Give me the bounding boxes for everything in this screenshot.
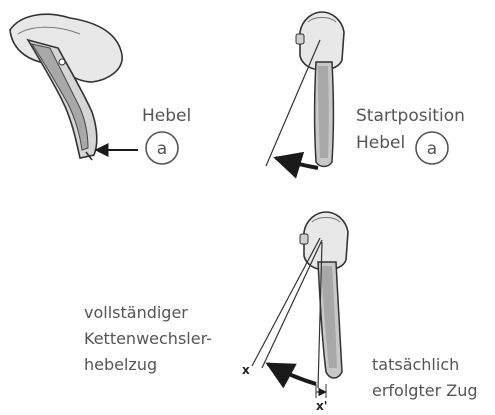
pull-arc-bottom (265, 362, 317, 389)
actual-pull-line (317, 241, 323, 389)
mark-x: x (242, 363, 250, 377)
label-actual-pull-1: tatsächlich (372, 355, 459, 374)
shifter-side-view (9, 13, 123, 161)
shifter-front-view-top (295, 11, 345, 168)
swing-line-top (265, 39, 321, 167)
marker-a-circle (145, 131, 179, 165)
full-pull-line (251, 237, 321, 367)
label-full-pull-3: hebelzug (84, 355, 157, 374)
label-hebel: Hebel (142, 106, 191, 126)
marker-a-circle-2 (415, 131, 449, 165)
marker-a-text: a (157, 139, 167, 159)
full-pull-line-2 (261, 239, 323, 369)
label-hebel-2: Hebel (356, 133, 405, 153)
label-actual-pull-2: erfolgter Zug (372, 381, 477, 400)
shifter-hood (9, 13, 123, 83)
label-full-pull-2: Kettenwechsler- (84, 329, 212, 348)
marker-a-text-2: a (427, 139, 437, 159)
label-full-pull-1: vollständiger (84, 303, 188, 322)
swing-arc-top (273, 151, 319, 179)
label-startposition: Startposition (356, 106, 465, 126)
mark-x-prime: x' (316, 399, 327, 413)
shifter-front-view-bottom (299, 211, 349, 379)
shifter-head-top (299, 11, 345, 71)
shift-lever-a (30, 43, 89, 151)
